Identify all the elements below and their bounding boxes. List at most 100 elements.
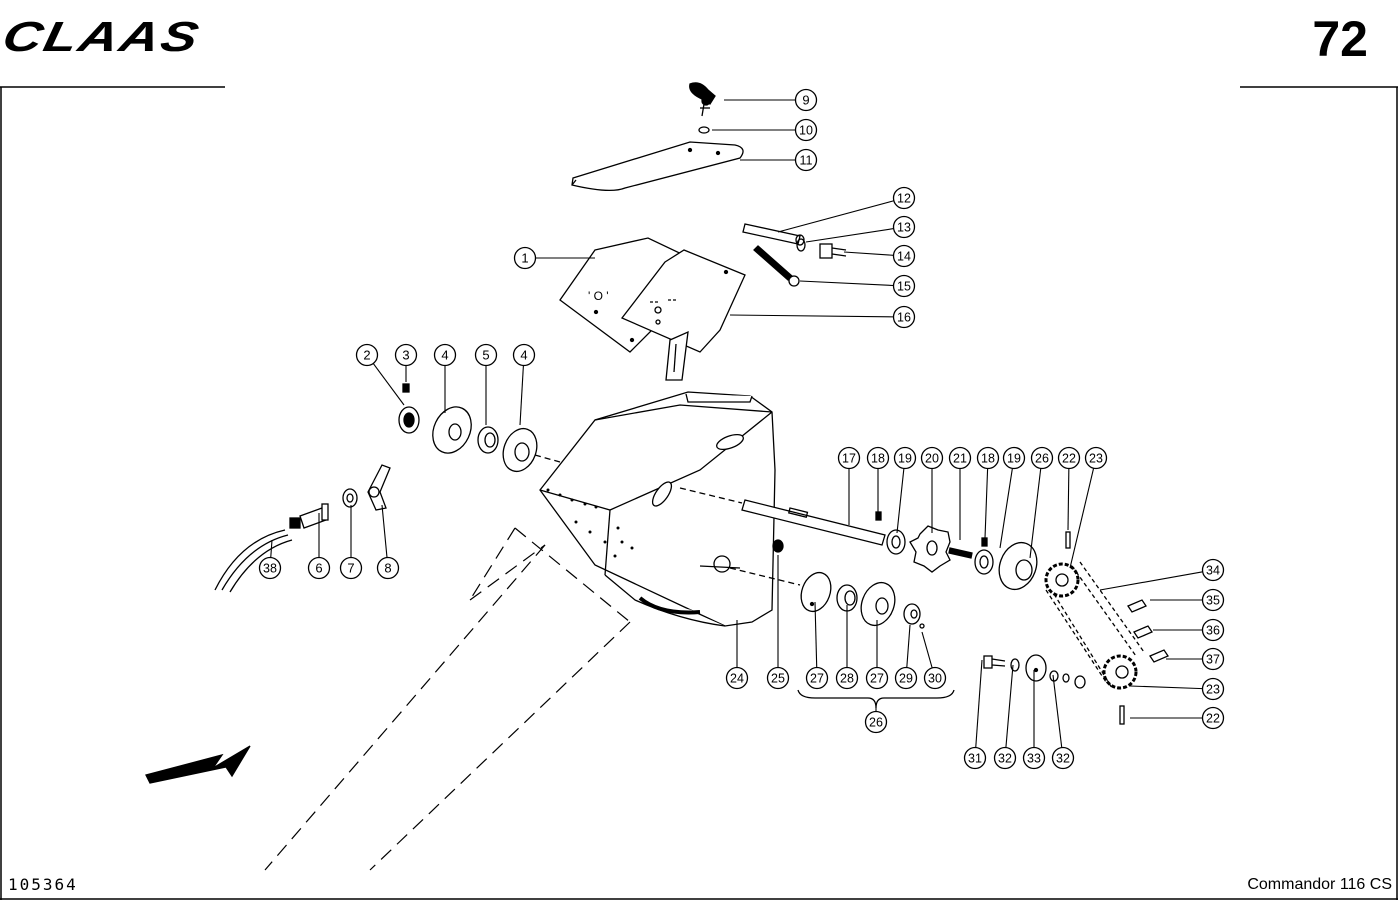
callout-circle [339,556,363,580]
axis-line-lower [729,567,801,586]
callout-20: 20 [920,446,944,533]
part-12-pin [742,223,805,281]
callout-circle [355,343,379,367]
leader-line [777,200,895,233]
leader-line [1052,674,1063,748]
callout-circle [866,446,890,470]
part-3-grease-nipple [402,383,410,393]
callout-number: 26 [869,716,883,730]
document-number: 105364 [8,875,78,894]
callout-number: 22 [1206,712,1220,726]
leader-line [906,624,911,668]
callout-circle [892,215,916,239]
part-19b-bearing [974,549,994,575]
part-11-cover-plate [571,141,744,192]
callout-29: 29 [894,624,918,690]
callout-circle [892,244,916,268]
callout-number: 4 [520,348,527,363]
callout-circle [892,186,916,210]
callout-17: 17 [837,446,861,525]
callout-27: 27 [805,601,829,690]
callout-number: 31 [968,752,982,766]
callout-number: 5 [482,348,489,363]
callout-19: 19 [999,446,1026,549]
callout-number: 18 [981,452,995,466]
part-29-bushing [903,603,921,625]
svg-text:' O ': ' O ' [588,289,609,303]
part-19-bearing [886,529,906,555]
callout-38: 38 [258,539,282,580]
callout-number: 9 [802,93,809,108]
callout-number: 34 [1206,564,1220,578]
callout-number: 29 [899,672,913,686]
callout-number: 35 [1206,594,1220,608]
leader-line [805,228,894,243]
callout-circle [307,556,331,580]
leader-line [999,468,1013,549]
callout-5: 5 [474,343,498,425]
callout-14: 14 [843,244,916,268]
callout-circle [1201,618,1225,642]
callout-18: 18 [976,446,1000,539]
callout-circle [894,666,918,690]
callout-number: 8 [384,561,391,576]
callout-number: 10 [799,124,813,138]
callout-circle [948,446,972,470]
part-8-bracket [367,464,391,511]
callout-number: 14 [897,250,911,264]
part-24-gear-housing [539,391,776,627]
callout-circle [433,343,457,367]
housing-rivets [546,488,634,558]
callout-number: 27 [870,672,884,686]
callout-circle [993,746,1017,770]
callout-35: 35 [1150,588,1225,612]
part-6-sensor [289,503,329,529]
page-frame [0,86,1398,900]
callout-circle [258,556,282,580]
callout-circle [923,666,947,690]
callout-circle [512,343,536,367]
callout-2: 2 [355,343,405,406]
part-18b-key [981,537,988,547]
callout-circle [892,305,916,329]
callout-23: 23 [1129,677,1225,701]
callout-number: 26 [1035,452,1049,466]
part-5-bearing [477,426,499,454]
callout-circle [864,710,888,734]
callout-32: 32 [993,664,1017,770]
callout-circle [837,446,861,470]
callout-circle [920,446,944,470]
part-26-flange [998,541,1038,591]
leader-line [814,601,818,668]
callout-circle [892,274,916,298]
feed-direction-arrow [145,745,251,784]
part-32b-washer [1049,670,1086,689]
callout-circle [893,446,917,470]
leader-line [1129,685,1203,690]
callout-19: 19 [893,446,917,534]
callout-number: 12 [897,192,911,206]
callout-28: 28 [835,605,859,690]
callout-circle [1201,647,1225,671]
callout-number: 2 [363,348,370,363]
leader-line [843,251,894,256]
callout-number: 19 [1007,452,1021,466]
callout-number: 21 [953,452,967,466]
callout-27: 27 [865,620,889,690]
callout-circle [766,666,790,690]
part-15-nut [788,275,800,287]
callout-36: 36 [1153,618,1225,642]
part-35-chain-link [1127,599,1147,613]
callout-11: 11 [740,148,818,172]
callout-circle [725,666,749,690]
part-32-washer [1010,658,1020,672]
callout-number: 27 [810,672,824,686]
part-22-pin-lower [1119,705,1125,725]
callout-circle [1051,746,1075,770]
callout-15: 15 [799,274,916,298]
callout-circle [1057,446,1081,470]
callout-number: 4 [441,348,448,363]
part-17-shaft [679,487,886,546]
